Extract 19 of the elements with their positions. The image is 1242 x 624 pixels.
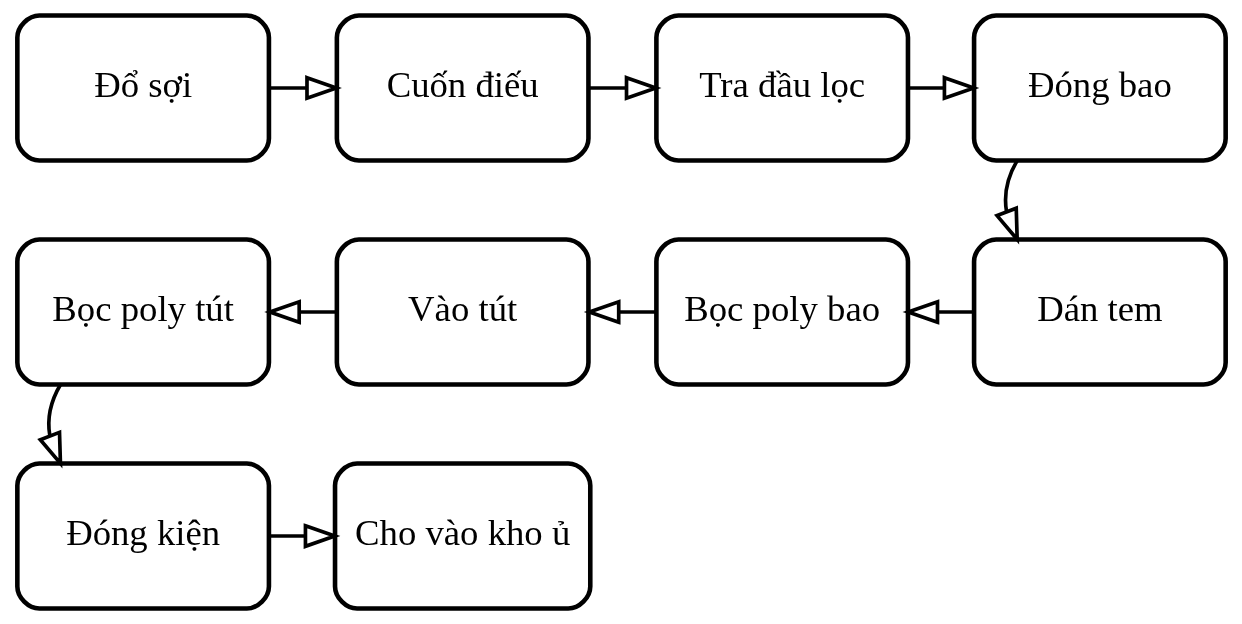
node-box: Đóng bao [971,13,1228,163]
arrow [907,75,979,101]
arrow [269,75,342,101]
arrow [36,383,62,469]
node-box: Đổ sợi [14,13,271,163]
node-box: Vào tút [334,237,591,387]
arrow [588,75,661,101]
node-box: Cuốn điếu [334,13,591,163]
node-box: Cho vào kho ủ [332,461,593,611]
arrow [263,299,336,325]
node-box: Bọc poly bao [653,237,910,387]
node-box: Dán tem [971,237,1228,387]
node-box: Đóng kiện [14,461,271,611]
arrow [583,299,656,325]
arrow [902,299,974,325]
arrow [993,159,1019,245]
node-box: Tra đầu lọc [653,13,910,163]
arrow [269,523,340,549]
node-box: Bọc poly tút [14,237,271,387]
